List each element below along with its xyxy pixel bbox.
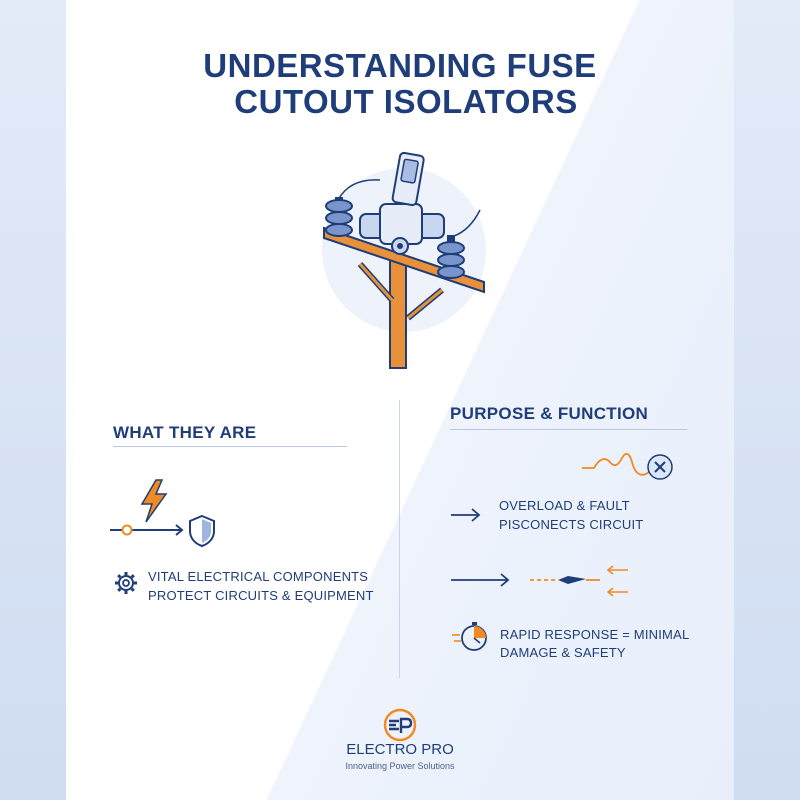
circuit-line-icon [110, 524, 184, 536]
what-desc-line1: VITAL ELECTRICAL COMPONENTS [148, 569, 369, 584]
gear-icon [115, 572, 137, 594]
section-heading-purpose: PURPOSE & FUNCTION [450, 404, 649, 423]
purpose-item2-line1: RAPID RESPONSE = MINIMAL [500, 627, 690, 642]
page-title-line2: CUTOUT ISOLATORS [234, 83, 578, 120]
right-insulator [437, 235, 465, 279]
page-title-line1: UNDERSTANDING FUSE [203, 47, 597, 84]
arrow-right-long-icon [451, 573, 510, 587]
what-desc-line2: PROTECT CIRCUITS & EQUIPMENT [148, 588, 374, 603]
fuse-cutout-illustration [322, 151, 486, 369]
column-divider [399, 400, 400, 678]
section-rule-left [113, 446, 347, 447]
infographic-card: UNDERSTANDING FUSE CUTOUT ISOLATORS [66, 0, 734, 800]
brand-tagline: Innovating Power Solutions [345, 761, 455, 771]
section-rule-right [450, 429, 687, 430]
purpose-item1-line1: OVERLOAD & FAULT [499, 498, 630, 513]
stopwatch-icon [452, 622, 487, 651]
arrow-right-icon [451, 508, 481, 522]
section-heading-what: WHAT THEY ARE [113, 423, 257, 442]
lightning-icon [140, 479, 168, 523]
shield-icon [189, 514, 215, 548]
left-insulator [325, 197, 353, 237]
arrows-converge-icon [530, 565, 628, 597]
purpose-item2-line2: DAMAGE & SAFETY [500, 645, 626, 660]
brand-name: ELECTRO PRO [346, 741, 454, 758]
electro-pro-logo-icon [383, 708, 417, 742]
wave-icon [582, 452, 673, 480]
purpose-item1-line2: PISCONECTS CIRCUIT [499, 517, 644, 532]
